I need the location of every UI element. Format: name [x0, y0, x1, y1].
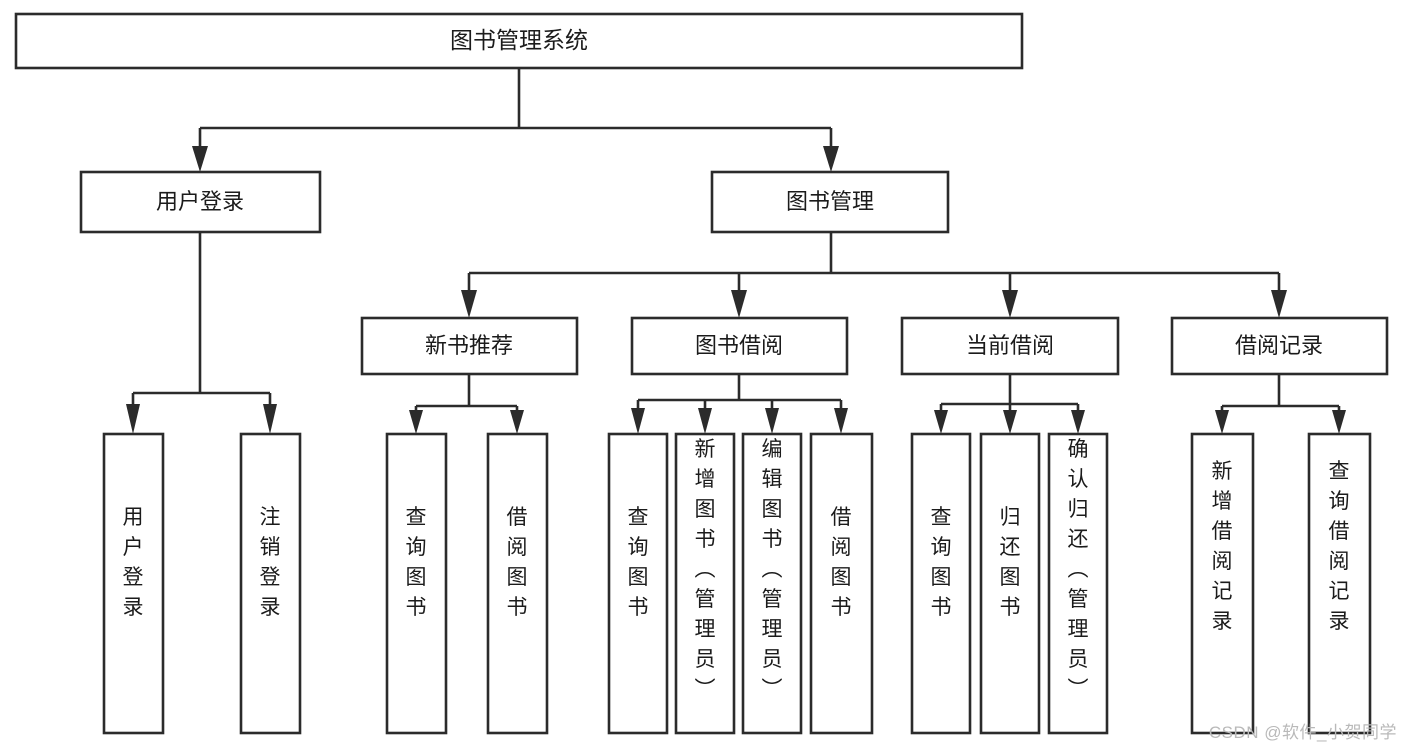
leaf-borrow-record-0-box[interactable] — [1190, 432, 1255, 735]
leaf-new-book-recommend-0-label: 查询图书 — [406, 506, 427, 619]
node-book-management[interactable]: 图书管理 — [710, 170, 950, 234]
arrow-head-leaf-borrow-record-0 — [1215, 410, 1229, 434]
arrow-head-current-borrow — [1002, 290, 1018, 318]
arrow-head-borrow-record — [1271, 290, 1287, 318]
node-book-management-label: 图书管理 — [786, 189, 874, 214]
arrow-head-user-login — [192, 146, 208, 172]
leaf-new-book-recommend-0-box[interactable] — [385, 432, 448, 735]
node-root[interactable]: 图书管理系统 — [14, 12, 1024, 70]
node-book-borrow-box[interactable] — [630, 316, 849, 376]
arrow-head-leaf-new-book-0 — [409, 410, 423, 434]
leaf-book-borrow-2[interactable]: 编辑图书︵管理员︶ — [741, 432, 803, 735]
arrow-head-new-book-recommend — [461, 290, 477, 318]
arrow-head-leaf-book-borrow-2 — [765, 408, 779, 434]
node-user-login-label: 用户登录 — [156, 189, 244, 214]
arrow-head-leaf-book-borrow-3 — [834, 408, 848, 434]
arrow-head-leaf-new-book-1 — [510, 410, 524, 434]
leaf-current-borrow-1-box[interactable] — [979, 432, 1041, 735]
leaf-new-book-recommend-0[interactable]: 查询图书 — [385, 432, 448, 735]
leaf-borrow-record-1-box[interactable] — [1307, 432, 1372, 735]
leaf-user-login-0-label: 用户登录 — [123, 506, 144, 619]
leaf-book-borrow-3-label: 借阅图书 — [831, 506, 852, 619]
node-book-management-box[interactable] — [710, 170, 950, 234]
leaf-borrow-record-1[interactable]: 查询借阅记录 — [1307, 432, 1372, 735]
leaf-new-book-recommend-1[interactable]: 借阅图书 — [486, 432, 549, 735]
node-current-borrow[interactable]: 当前借阅 — [900, 316, 1120, 376]
leaf-current-borrow-0-box[interactable] — [910, 432, 972, 735]
leaf-user-login-0[interactable]: 用户登录 — [102, 432, 165, 735]
leaf-current-borrow-2[interactable]: 确认归还︵管理员︶ — [1047, 432, 1109, 735]
leaf-book-borrow-0[interactable]: 查询图书 — [607, 432, 669, 735]
leaf-current-borrow-1-label: 归还图书 — [1000, 506, 1021, 619]
node-borrow-record-box[interactable] — [1170, 316, 1389, 376]
leaf-user-login-1-box[interactable] — [239, 432, 302, 735]
leaf-book-borrow-3[interactable]: 借阅图书 — [809, 432, 874, 735]
leaf-book-borrow-0-box[interactable] — [607, 432, 669, 735]
arrow-head-leaf-user-login-1 — [263, 404, 277, 434]
leaf-current-borrow-0[interactable]: 查询图书 — [910, 432, 972, 735]
leaf-book-borrow-2-label: 编辑图书︵管理员︶ — [762, 438, 783, 701]
node-new-book-recommend-label: 新书推荐 — [425, 333, 513, 358]
node-root-label: 图书管理系统 — [450, 27, 588, 53]
leaf-book-borrow-2-box[interactable] — [741, 432, 803, 735]
node-borrow-record-label: 借阅记录 — [1235, 333, 1323, 358]
node-borrow-record[interactable]: 借阅记录 — [1170, 316, 1389, 376]
arrow-head-leaf-user-login-0 — [126, 404, 140, 434]
leaf-current-borrow-1[interactable]: 归还图书 — [979, 432, 1041, 735]
csdn-watermark: CSDN @软件_小贺同学 — [1208, 723, 1397, 742]
arrow-head-book-borrow — [731, 290, 747, 318]
leaf-book-borrow-1-box[interactable] — [674, 432, 736, 735]
leaf-book-borrow-3-box[interactable] — [809, 432, 874, 735]
leaf-current-borrow-0-label: 查询图书 — [931, 506, 952, 619]
arrow-head-leaf-current-borrow-0 — [934, 410, 948, 434]
arrow-head-leaf-current-borrow-2 — [1071, 410, 1085, 434]
node-current-borrow-label: 当前借阅 — [966, 333, 1054, 358]
arrow-head-leaf-book-borrow-0 — [631, 408, 645, 434]
arrow-head-leaf-borrow-record-1 — [1332, 410, 1346, 434]
leaf-book-borrow-1-label: 新增图书︵管理员︶ — [695, 438, 716, 701]
node-root-box[interactable] — [14, 12, 1024, 70]
node-new-book-recommend[interactable]: 新书推荐 — [360, 316, 579, 376]
leaf-current-borrow-2-box[interactable] — [1047, 432, 1109, 735]
node-book-borrow[interactable]: 图书借阅 — [630, 316, 849, 376]
connector-layer — [126, 68, 1346, 434]
node-book-borrow-label: 图书借阅 — [695, 333, 783, 358]
arrow-head-book-mgmt — [823, 146, 839, 172]
leaf-borrow-record-1-label: 查询借阅记录 — [1329, 460, 1350, 633]
node-new-book-recommend-box[interactable] — [360, 316, 579, 376]
leaf-user-login-1-label: 注销登录 — [260, 506, 281, 619]
leaf-borrow-record-0-label: 新增借阅记录 — [1212, 460, 1233, 633]
arrow-head-leaf-book-borrow-1 — [698, 408, 712, 434]
node-user-login[interactable]: 用户登录 — [79, 170, 322, 234]
leaf-book-borrow-0-label: 查询图书 — [628, 506, 649, 619]
arrow-head-leaf-current-borrow-1 — [1003, 410, 1017, 434]
leaf-book-borrow-1[interactable]: 新增图书︵管理员︶ — [674, 432, 736, 735]
node-user-login-box[interactable] — [79, 170, 322, 234]
leaf-user-login-1[interactable]: 注销登录 — [239, 432, 302, 735]
leaf-borrow-record-0[interactable]: 新增借阅记录 — [1190, 432, 1255, 735]
leaf-new-book-recommend-1-label: 借阅图书 — [507, 506, 528, 619]
leaf-new-book-recommend-1-box[interactable] — [486, 432, 549, 735]
leaf-current-borrow-2-label: 确认归还︵管理员︶ — [1068, 438, 1089, 701]
node-current-borrow-box[interactable] — [900, 316, 1120, 376]
leaf-user-login-0-box[interactable] — [102, 432, 165, 735]
